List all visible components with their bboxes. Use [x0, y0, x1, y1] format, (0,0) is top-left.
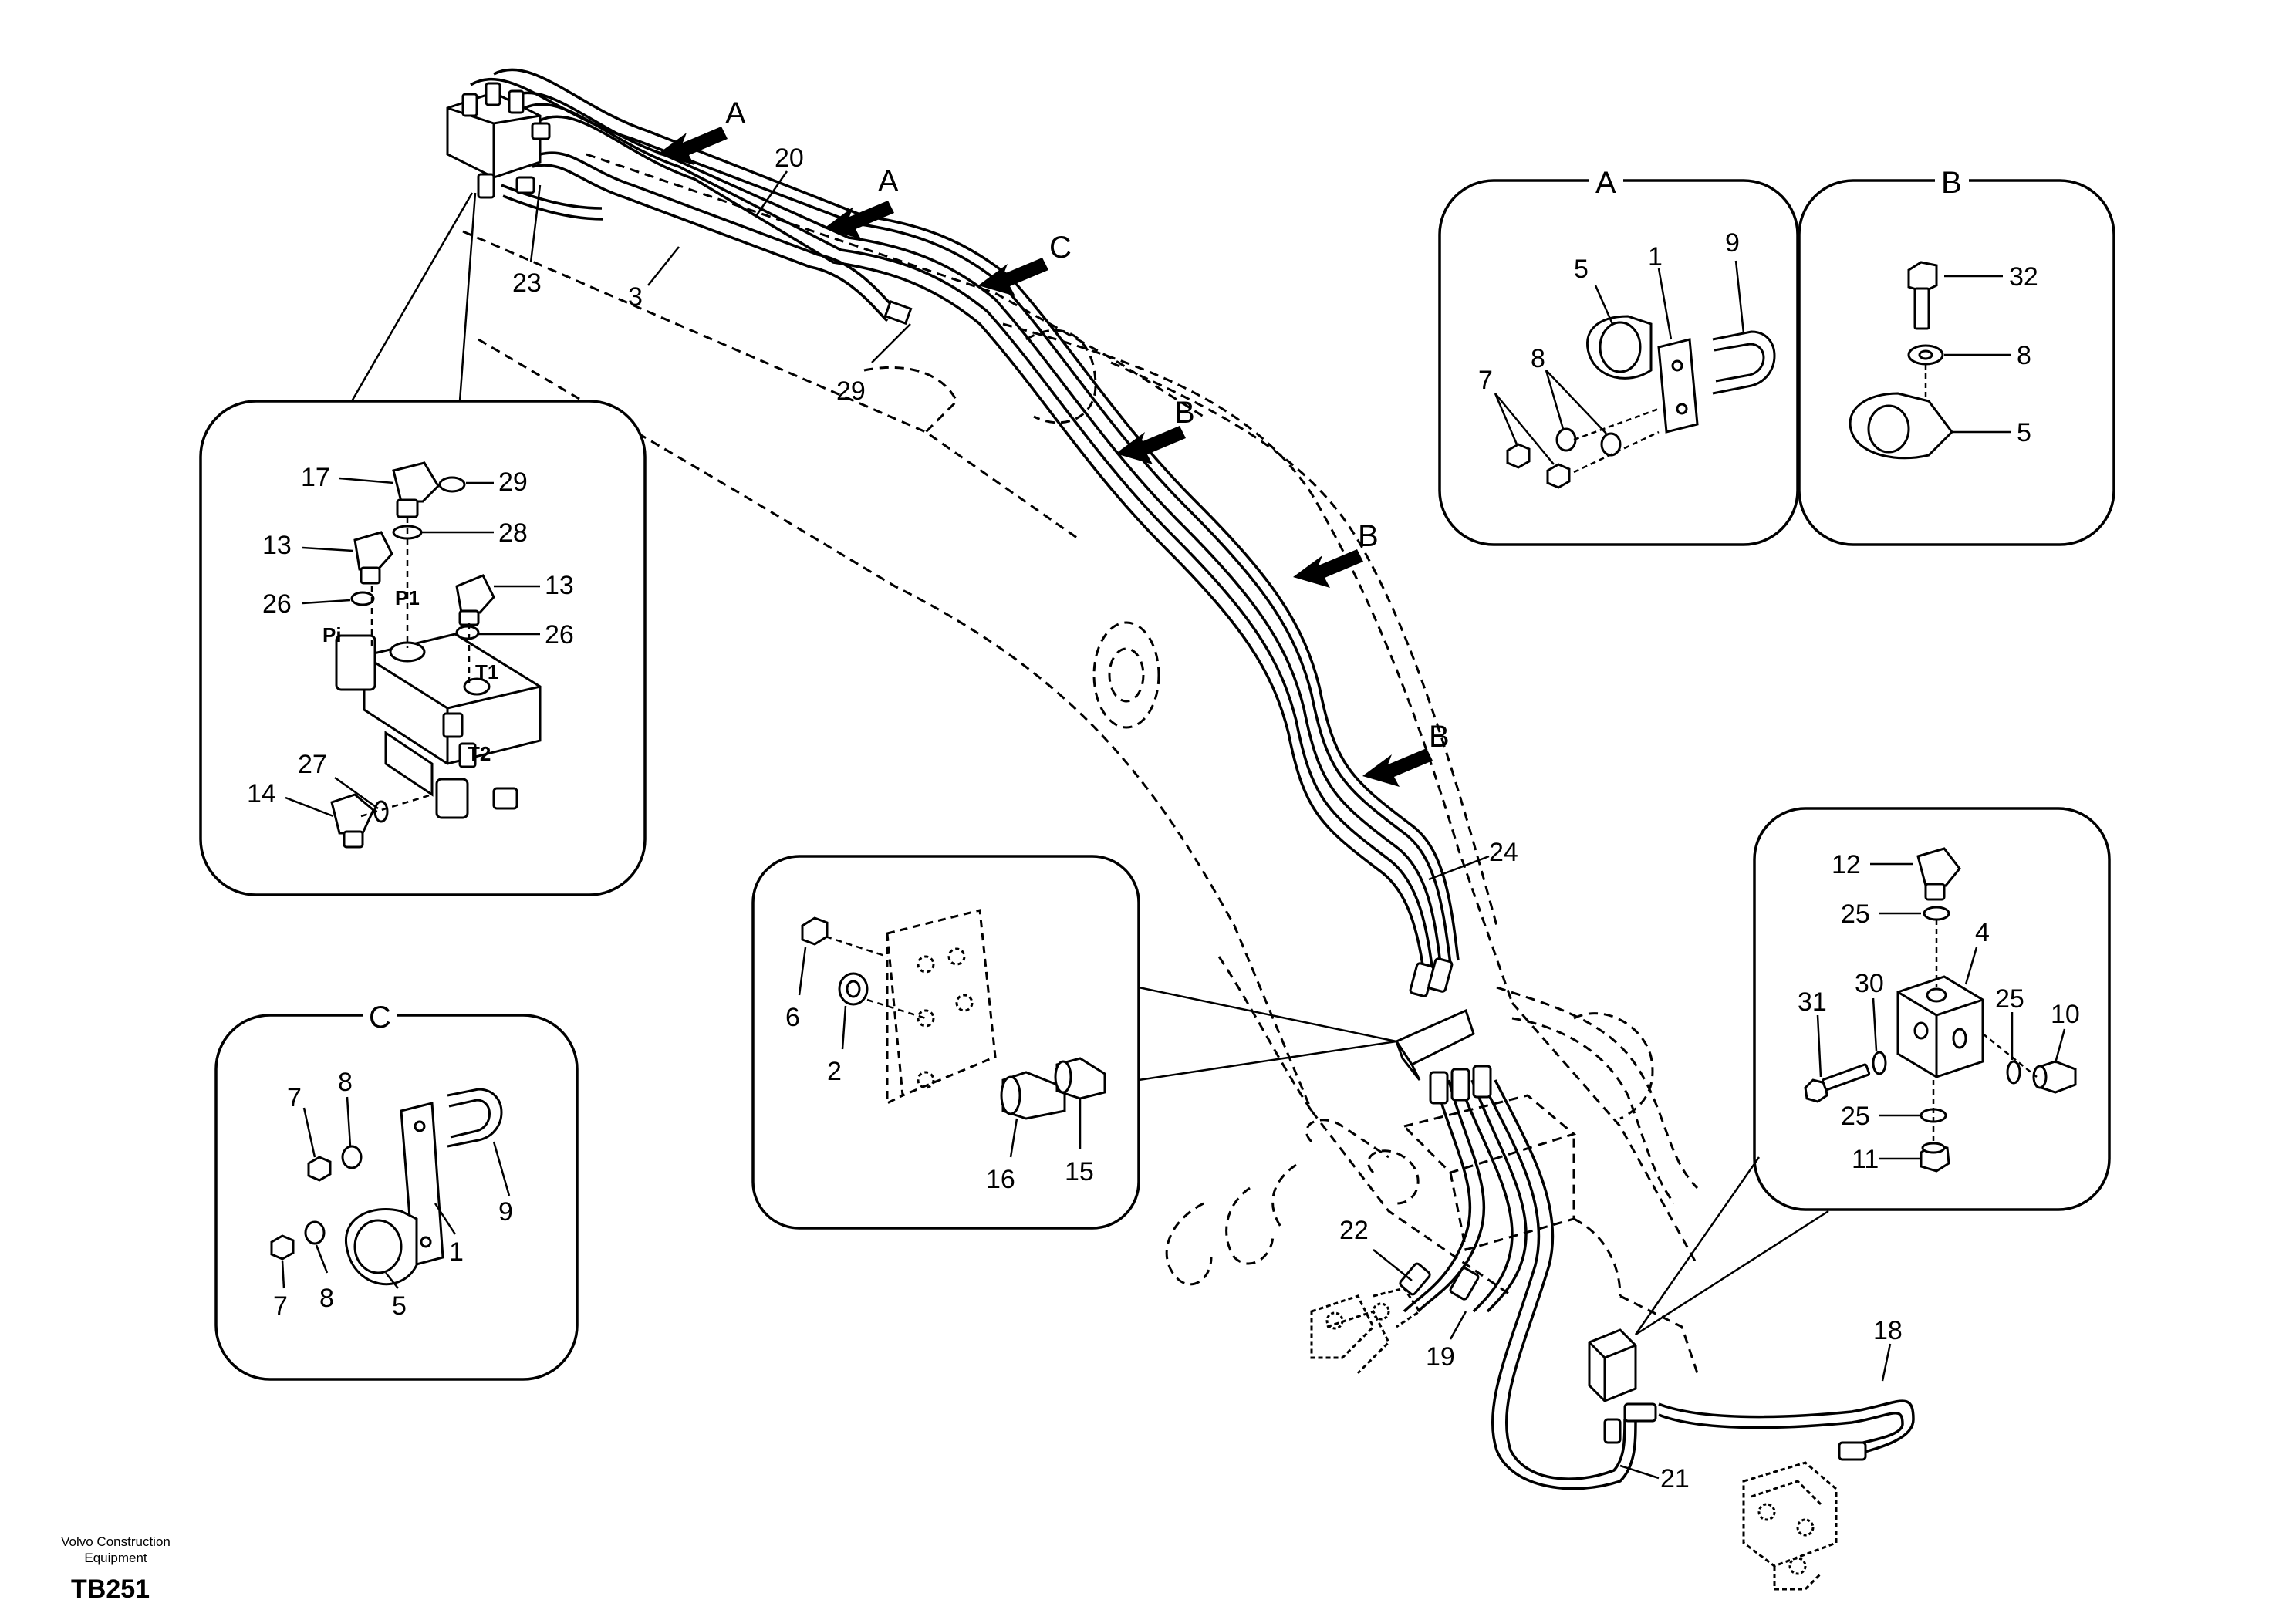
port-label-t1: T1	[475, 660, 498, 683]
company-line-1: Volvo Construction	[61, 1534, 171, 1549]
callout-c-1: 1	[449, 1237, 464, 1267]
callout-16: 16	[986, 1165, 1015, 1194]
arrow-label-a2: A	[878, 164, 899, 198]
callout-10: 10	[2051, 1000, 2080, 1029]
leader-line	[350, 192, 474, 402]
callout-c-7-top: 7	[287, 1083, 302, 1112]
arrow-label-c: C	[1049, 231, 1072, 265]
callout-a-8: 8	[1531, 344, 1545, 373]
callout-28: 28	[498, 518, 528, 548]
callout-29-detail: 29	[498, 467, 528, 497]
callout-25-bottom: 25	[1841, 1102, 1870, 1131]
callout-25-right: 25	[1995, 984, 2024, 1014]
callout-26-right: 26	[545, 620, 574, 650]
bracket-detail-panel: 6 2 16 15	[751, 855, 1140, 1230]
port-label-p1: P1	[395, 586, 420, 609]
callout-15: 15	[1065, 1157, 1094, 1186]
callout-a-5: 5	[1574, 255, 1589, 284]
callout-a-1: 1	[1648, 242, 1663, 272]
block-on-boom	[1588, 1328, 1637, 1402]
callout-24: 24	[1489, 838, 1518, 867]
leader-line	[1634, 1156, 1829, 1336]
detail-a-panel: A 5 1 9 7 8	[1438, 166, 1799, 546]
callout-14: 14	[247, 779, 276, 808]
detail-c-title: C	[369, 1001, 391, 1034]
arrow-label-b2: B	[1358, 519, 1379, 553]
callout-2: 2	[827, 1057, 842, 1086]
callout-18: 18	[1873, 1316, 1903, 1345]
arrow-label-b3: B	[1429, 720, 1450, 754]
callout-31: 31	[1798, 987, 1827, 1017]
callout-c-8-top: 8	[338, 1068, 353, 1097]
company-name: Volvo Construction Equipment	[31, 1534, 201, 1566]
lower-valve-cluster	[1310, 1287, 1422, 1375]
callout-26-left: 26	[262, 589, 292, 619]
arrow-label-b1: B	[1174, 396, 1195, 430]
arrow-label-a1: A	[725, 96, 746, 130]
detail-c-panel: C 7 8 9 1 7 8 5	[214, 1001, 579, 1381]
company-line-2: Equipment	[84, 1551, 147, 1565]
callout-11: 11	[1852, 1145, 1879, 1174]
detail-b-title: B	[1941, 166, 1962, 200]
callout-19: 19	[1426, 1342, 1455, 1372]
callout-b-32: 32	[2009, 262, 2038, 292]
leader-line	[1138, 986, 1397, 1082]
pipe-bundle-20	[470, 68, 1460, 987]
callout-4: 4	[1975, 918, 1990, 947]
callout-21: 21	[1660, 1464, 1690, 1493]
callout-13-left: 13	[262, 531, 292, 560]
callout-c-7-bottom: 7	[273, 1291, 288, 1321]
callout-b-8: 8	[2017, 341, 2031, 370]
shut-off-valve-main	[446, 82, 551, 199]
callout-b-5: 5	[2017, 418, 2031, 447]
callout-12: 12	[1832, 850, 1861, 879]
block-detail-panel: 12 25 4 31 30 25 10 25 11	[1753, 807, 2111, 1211]
port-label-pi: Pi	[322, 623, 342, 646]
callout-a-7: 7	[1478, 366, 1493, 395]
hose-bracket	[1394, 1008, 1475, 1081]
callout-17: 17	[301, 463, 330, 492]
boom-outline	[462, 153, 1699, 1374]
detail-a-title: A	[1595, 166, 1616, 200]
callout-c-8-bottom: 8	[319, 1284, 334, 1313]
callout-3: 3	[628, 282, 643, 312]
callout-23: 23	[512, 268, 542, 298]
drawing-code: TB251	[71, 1574, 150, 1604]
callout-a-9: 9	[1725, 228, 1740, 258]
callout-c-5: 5	[392, 1291, 407, 1321]
callout-c-9: 9	[498, 1197, 513, 1227]
callout-13-right: 13	[545, 571, 574, 600]
valve-detail-panel: P1 Pi T1 T2 17 29 13 28 26 13 26 27 14	[199, 400, 647, 896]
callout-30: 30	[1855, 969, 1884, 998]
callout-20: 20	[775, 143, 804, 173]
callout-22: 22	[1339, 1216, 1369, 1245]
port-label-t2: T2	[468, 742, 491, 765]
hoses-lower	[1399, 957, 1915, 1490]
main-callouts: 20 23 3 29 24 22 19 21 18	[512, 143, 1903, 1493]
callout-6: 6	[785, 1003, 800, 1032]
leader-line	[458, 192, 477, 402]
section-arrows: A A C B B B	[657, 96, 1450, 787]
callout-29-main: 29	[836, 376, 866, 406]
lower-right-valve-cluster	[1742, 1461, 1838, 1591]
callout-27: 27	[298, 750, 327, 779]
detail-b-panel: B 32 8 5	[1798, 166, 2115, 546]
callout-25-top: 25	[1841, 899, 1870, 929]
